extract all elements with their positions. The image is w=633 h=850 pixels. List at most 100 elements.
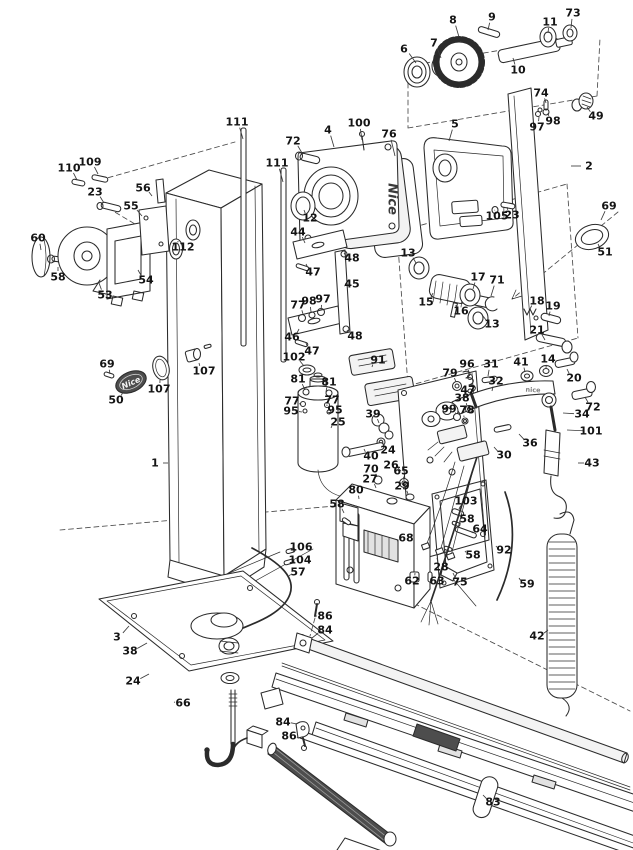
art-stroke (114, 235, 142, 285)
art-stroke (171, 242, 181, 256)
art-stroke (293, 632, 313, 654)
part-number-label: 57 (290, 566, 305, 579)
part-number-label: 105 (486, 210, 509, 223)
leader-line (493, 446, 499, 452)
art-stroke (294, 151, 304, 161)
part-number-label: 59 (519, 578, 534, 591)
leader-line (137, 269, 142, 276)
part-number-label: 69 (99, 358, 114, 371)
art-stroke (531, 774, 557, 790)
art-stroke (435, 401, 459, 421)
art-stroke (394, 584, 402, 592)
part-number-label: 34 (574, 408, 590, 421)
art-stroke (581, 95, 592, 108)
control-box-group (335, 370, 514, 626)
leader-line (464, 550, 467, 553)
part-number-label: 28 (433, 561, 448, 574)
part-number-label: 96 (459, 358, 475, 371)
part-number-label: 106 (290, 541, 313, 554)
art-stroke (281, 662, 631, 788)
art-stroke (280, 167, 287, 363)
part-number-label: 58 (50, 271, 65, 284)
part-number-label: 65 (393, 465, 408, 478)
art-stroke (511, 289, 523, 300)
part-number-label: 41 (513, 356, 528, 369)
art-stroke (119, 373, 143, 391)
art-stroke (275, 678, 633, 803)
part-number-label: 21 (529, 324, 544, 337)
part-number-label: 75 (452, 576, 467, 589)
gear-shaft-assembly (403, 24, 578, 88)
art-stroke (326, 409, 332, 415)
art-stroke (461, 417, 469, 425)
art-stroke (432, 280, 465, 308)
part-number-label: 80 (348, 484, 364, 497)
part-number-label: 69 (601, 200, 616, 213)
art-stroke (152, 355, 170, 381)
art-stroke (308, 311, 316, 319)
art-stroke (295, 263, 310, 272)
part-number-label: 8 (449, 14, 457, 27)
art-stroke (408, 256, 430, 280)
part-number-label: 31 (483, 358, 498, 371)
part-number-label: 84 (275, 716, 291, 729)
part-number-label: 1 (151, 457, 159, 470)
art-stroke (451, 508, 465, 517)
art-stroke (361, 135, 365, 151)
art-stroke (130, 612, 138, 620)
art-stroke (427, 441, 453, 463)
art-stroke (363, 529, 399, 563)
leader-line (305, 263, 309, 268)
leader-line (436, 557, 439, 562)
part-number-label: 86 (317, 610, 333, 623)
part-number-label: 44 (290, 226, 306, 239)
part-number-label: 42 (529, 630, 544, 643)
barrier-arm-group (232, 598, 633, 850)
part-number-label: 54 (138, 274, 154, 287)
art-stroke (477, 26, 501, 38)
art-stroke (452, 412, 462, 422)
part-number-label: 66 (175, 697, 191, 710)
art-stroke (283, 558, 295, 566)
leader-line (472, 282, 476, 290)
part-number-label: 60 (30, 232, 46, 245)
art-stroke (383, 831, 397, 847)
art-stroke (297, 313, 307, 323)
leader-line (543, 629, 549, 634)
part-number-label: 86 (281, 730, 297, 743)
brand-mark: Nice (385, 183, 400, 215)
part-number-label: 24 (380, 444, 396, 457)
art-stroke (411, 65, 423, 79)
leader-line (597, 243, 601, 248)
art-stroke (401, 480, 407, 486)
leader-line (566, 429, 584, 432)
part-number-label: 4 (324, 124, 332, 137)
leader-line (390, 139, 396, 157)
art-stroke (455, 58, 463, 66)
art-stroke (433, 36, 485, 88)
cable-57 (242, 547, 296, 629)
leader-line (296, 328, 300, 333)
leader-line (506, 206, 509, 211)
part-number-label: 13 (400, 247, 415, 260)
part-number-label: 15 (418, 296, 433, 309)
spring-part-42 (546, 533, 578, 717)
part-number-label: 38 (454, 392, 469, 405)
art-stroke (219, 640, 239, 654)
leader-line (290, 722, 298, 725)
art-stroke (242, 547, 292, 629)
part-number-label: 6 (400, 43, 408, 56)
art-stroke (302, 367, 312, 373)
art-stroke (43, 238, 47, 277)
leader-line (562, 412, 575, 415)
art-stroke (273, 748, 389, 842)
part-number-label: 5 (451, 118, 459, 131)
part-number-label: 72 (285, 135, 300, 148)
art-stroke (548, 541, 576, 690)
art-stroke (342, 325, 350, 333)
leader-line (301, 383, 306, 391)
part-number-label: 63 (429, 575, 444, 588)
part-number-label: 72 (585, 401, 600, 414)
leader-line (120, 391, 124, 396)
part-number-label: 83 (485, 796, 500, 809)
